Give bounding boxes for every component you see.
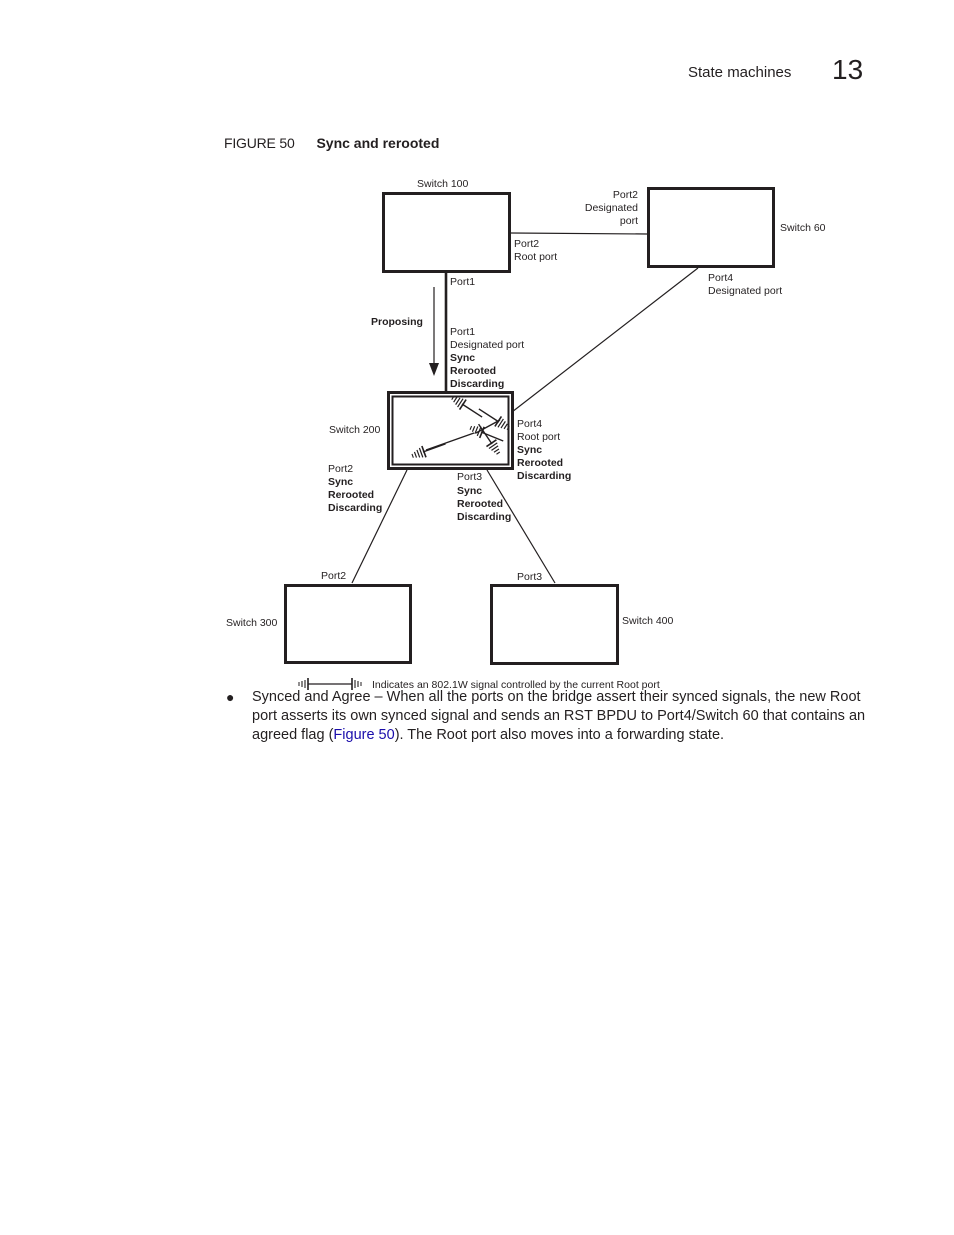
sync-signal-port2 xyxy=(409,437,449,463)
figure-caption: FIGURE 50 Sync and rerooted xyxy=(224,135,439,151)
s200-port4-line2: Root port xyxy=(517,431,560,443)
link-s100-s60 xyxy=(510,232,648,235)
s200-port1-line3: Sync xyxy=(450,352,475,364)
figure-number: FIGURE 50 xyxy=(224,135,295,151)
s200-port3-line4: Discarding xyxy=(457,511,511,523)
legend-text: Indicates an 802.1W signal controlled by… xyxy=(372,679,660,691)
bullet-text-2: ). The Root port also moves into a forwa… xyxy=(394,727,725,743)
switch-60-box xyxy=(647,187,775,268)
label-switch-400: Switch 400 xyxy=(622,615,674,627)
list-item: ● Synced and Agree – When all the ports … xyxy=(226,688,876,745)
sync-signal-port4-b xyxy=(467,421,507,448)
s200-port2-line4: Discarding xyxy=(328,502,382,514)
s200-port3-line1: Port3 xyxy=(457,471,482,483)
link-s200-s300 xyxy=(351,469,408,584)
bullet-icon: ● xyxy=(226,689,235,705)
switch-100-box xyxy=(382,192,511,273)
s100-port1-label: Port1 xyxy=(450,276,475,288)
s200-port3-line3: Rerooted xyxy=(457,498,503,510)
chapter-number: 13 xyxy=(832,54,864,85)
bullet-term: Synced and Agree xyxy=(252,689,371,705)
s60-port4-line2: Designated port xyxy=(708,285,782,297)
section-title: State machines xyxy=(688,64,792,81)
bullet-list: ● Synced and Agree – When all the ports … xyxy=(226,688,876,745)
s200-port2-line1: Port2 xyxy=(328,463,353,475)
s200-port2-line2: Sync xyxy=(328,476,353,488)
s200-port1-line5: Discarding xyxy=(450,378,504,390)
figure-title: Sync and rerooted xyxy=(316,135,440,151)
s200-port1-line1: Port1 xyxy=(450,326,475,338)
s200-port1-line2: Designated port xyxy=(450,339,524,351)
s200-port2-line3: Rerooted xyxy=(328,489,374,501)
s200-port4-line5: Discarding xyxy=(517,470,571,482)
label-switch-100: Switch 100 xyxy=(417,178,469,190)
s200-port4-line3: Sync xyxy=(517,444,542,456)
link-s200-s400 xyxy=(486,469,556,584)
s100-port2-line1: Port2 xyxy=(514,238,539,250)
s100-port2-line2: Root port xyxy=(514,251,557,263)
s200-port4-line1: Port4 xyxy=(517,418,542,430)
figure-link[interactable]: Figure 50 xyxy=(333,727,395,743)
s60-port4-line1: Port4 xyxy=(708,272,733,284)
switch-300-box xyxy=(284,584,412,664)
bullet-text-1: – When all the ports on the bridge asser… xyxy=(252,689,866,743)
s60-port2-line1: Port2 xyxy=(613,189,638,201)
s200-port3-line2: Sync xyxy=(457,485,482,497)
s200-port1-line4: Rerooted xyxy=(450,365,496,377)
s300-port2-label: Port2 xyxy=(321,570,346,582)
s400-port3-label: Port3 xyxy=(517,571,542,583)
sync-rerooted-diagram: Switch 100 Switch 60 Switch 200 Switch 3… xyxy=(226,178,826,691)
s200-port4-line4: Rerooted xyxy=(517,457,563,469)
legend-signal-icon xyxy=(298,678,362,690)
proposing-label: Proposing xyxy=(371,316,423,328)
s60-port2-line2: Designated xyxy=(585,202,638,214)
label-switch-60: Switch 60 xyxy=(780,222,826,234)
label-switch-200: Switch 200 xyxy=(329,424,381,436)
switch-400-box xyxy=(490,584,619,665)
s60-port2-line3: port xyxy=(620,215,638,227)
link-s60-s200 xyxy=(511,267,699,413)
label-switch-300: Switch 300 xyxy=(226,617,278,629)
switch-200-box xyxy=(387,391,514,470)
